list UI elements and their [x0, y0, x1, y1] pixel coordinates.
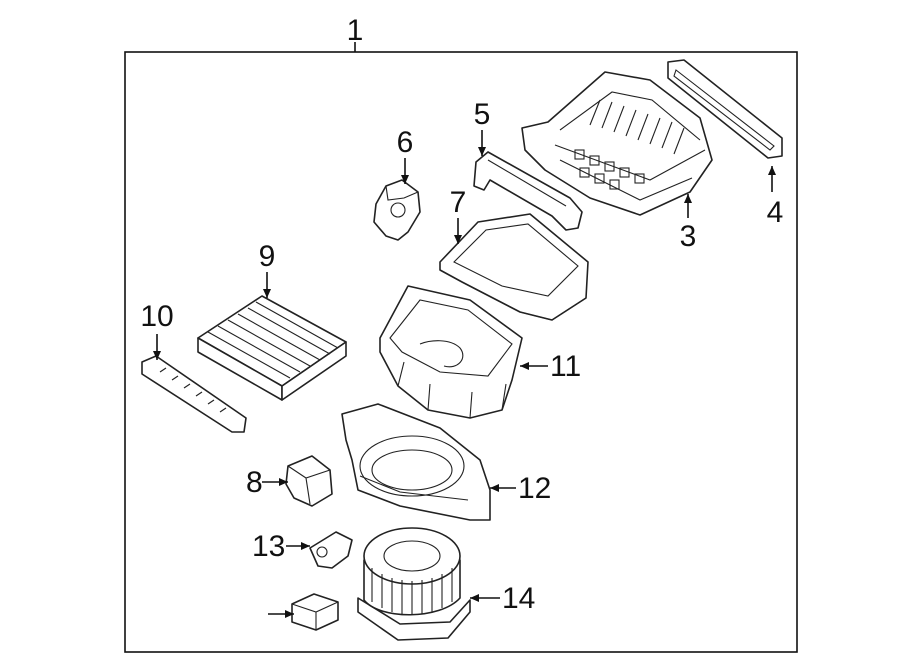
part-13-blower-motor: [357, 527, 471, 641]
part-3-seal-gasket: [667, 59, 783, 159]
part-6-filter-housing: [439, 213, 589, 321]
callout-label-2: 3: [680, 220, 697, 253]
part-2-evaporator-housing: [521, 71, 713, 216]
callout-label-10: 11: [550, 350, 581, 383]
callout-label-8: 9: [259, 240, 276, 273]
callout-label-6: 7: [450, 186, 467, 219]
callout-label-3: 4: [767, 196, 784, 229]
assembly-label: 1: [347, 14, 364, 47]
callout-label-12: 13: [252, 530, 285, 563]
callout-label-9: 10: [140, 300, 173, 333]
part-7-blower-resistor: [285, 455, 333, 507]
assembly-frame: [124, 51, 798, 653]
part-5-actuator: [373, 179, 421, 241]
callout-label-4: 5: [474, 98, 491, 131]
callout-label-5: 6: [397, 126, 414, 159]
part-10-blower-case-upper: [379, 285, 523, 419]
part-14-motor-connector: [291, 593, 339, 631]
part-12-sensor-bracket: [309, 531, 353, 569]
part-11-blower-case-lower: [341, 403, 491, 521]
callout-label-7: 8: [246, 466, 263, 499]
callout-label-11: 12: [518, 472, 551, 505]
callout-label-13: 14: [502, 582, 535, 615]
part-8-cabin-air-filter: [197, 295, 347, 401]
part-4-mounting-bracket: [473, 151, 583, 231]
